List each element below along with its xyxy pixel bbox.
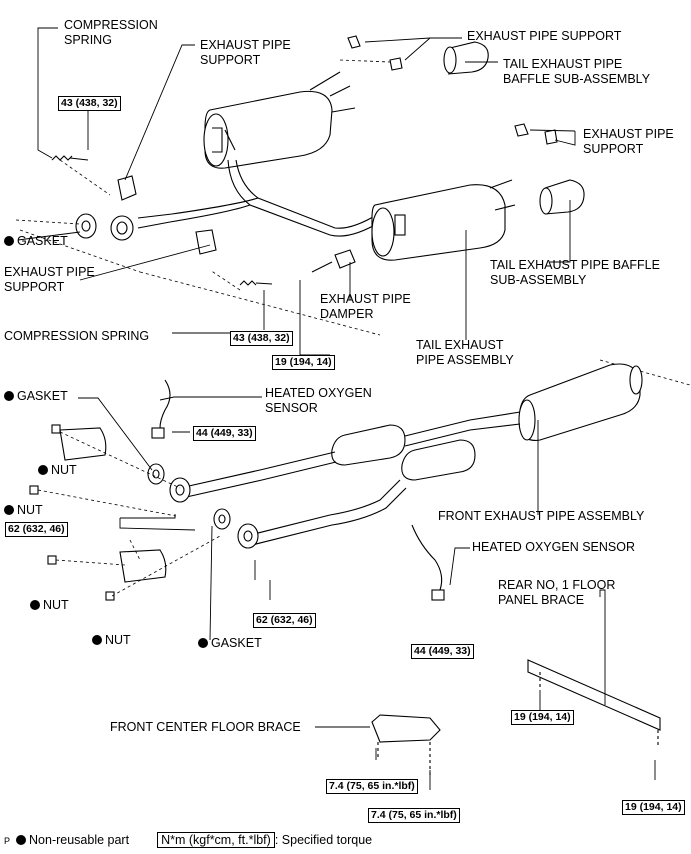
legend-marker: P — [4, 836, 11, 846]
tail-baffle-mid — [539, 179, 585, 215]
label-heated-o2-upper: HEATED OXYGEN SENSOR — [265, 386, 372, 415]
torque-spec: 62 (632, 46) — [253, 613, 316, 628]
tail-muffler-right — [371, 179, 516, 261]
torque-spec: 19 (194, 14) — [272, 355, 335, 370]
label-gasket-upper: GASKET — [4, 234, 68, 249]
label-exhaust-pipe-support-left-mid: EXHAUST PIPE SUPPORT — [4, 265, 95, 294]
label-gasket-left: GASKET — [4, 389, 68, 404]
legend: P Non-reusable part N*m (kgf*cm, ft.*lbf):… — [4, 832, 372, 849]
tail-baffle-top — [443, 41, 489, 75]
label-nut-1: NUT — [38, 463, 77, 478]
label-nut-3: NUT — [30, 598, 69, 613]
torque-spec: 19 (194, 14) — [622, 800, 685, 815]
label-nut-2: NUT — [4, 503, 43, 518]
torque-spec: 44 (449, 33) — [411, 644, 474, 659]
torque-spec: 7.4 (75, 65 in.*lbf) — [368, 808, 460, 823]
tail-pipe-routing — [137, 159, 381, 237]
label-front-center-brace: FRONT CENTER FLOOR BRACE — [110, 720, 301, 734]
label-front-pipe-assembly: FRONT EXHAUST PIPE ASSEMBLY — [438, 509, 645, 523]
label-compression-spring-top: COMPRESSION SPRING — [64, 18, 158, 47]
torque-spec: 44 (449, 33) — [193, 426, 256, 441]
label-exhaust-pipe-support-right: EXHAUST PIPE SUPPORT — [583, 127, 674, 156]
nonreusable-dot-icon — [92, 635, 102, 645]
torque-spec: 62 (632, 46) — [5, 522, 68, 537]
nonreusable-dot-icon — [4, 236, 14, 246]
nonreusable-dot-icon — [30, 600, 40, 610]
nonreusable-dot-icon — [16, 835, 27, 845]
front-center-brace — [371, 714, 441, 775]
label-tail-pipe-assembly: TAIL EXHAUST PIPE ASSEMBLY — [416, 338, 514, 367]
label-exhaust-pipe-damper: EXHAUST PIPE DAMPER — [320, 292, 411, 321]
torque-spec: 43 (438, 32) — [58, 96, 121, 111]
label-gasket-lower: GASKET — [198, 636, 262, 651]
nonreusable-dot-icon — [4, 391, 14, 401]
label-tail-baffle-top: TAIL EXHAUST PIPE BAFFLE SUB-ASSEMBLY — [503, 57, 651, 86]
torque-spec: 19 (194, 14) — [511, 710, 574, 725]
legend-torque-desc: : Specified torque — [274, 833, 373, 847]
rear-floor-brace — [527, 659, 661, 748]
rear-muffler-left — [203, 90, 333, 169]
label-exhaust-pipe-support-left-top: EXHAUST PIPE SUPPORT — [200, 38, 291, 67]
label-heated-o2-lower: HEATED OXYGEN SENSOR — [472, 540, 635, 554]
label-rear-floor-brace: REAR NO, 1 FLOOR PANEL BRACE — [498, 578, 616, 607]
torque-spec: 7.4 (75, 65 in.*lbf) — [326, 779, 418, 794]
label-exhaust-pipe-support-top-right: EXHAUST PIPE SUPPORT — [467, 29, 622, 43]
label-tail-baffle-mid: TAIL EXHAUST PIPE BAFFLE SUB-ASSEMBLY — [490, 258, 660, 287]
legend-nonreusable: Non-reusable part — [29, 833, 130, 847]
legend-torque-units: N*m (kgf*cm, ft.*lbf) — [157, 832, 275, 848]
nonreusable-dot-icon — [4, 505, 14, 515]
front-muffler — [518, 363, 643, 441]
nonreusable-dot-icon — [198, 638, 208, 648]
torque-spec: 43 (438, 32) — [230, 331, 293, 346]
label-compression-spring-mid: COMPRESSION SPRING — [4, 329, 150, 343]
nonreusable-dot-icon — [38, 465, 48, 475]
label-nut-4: NUT — [92, 633, 131, 648]
